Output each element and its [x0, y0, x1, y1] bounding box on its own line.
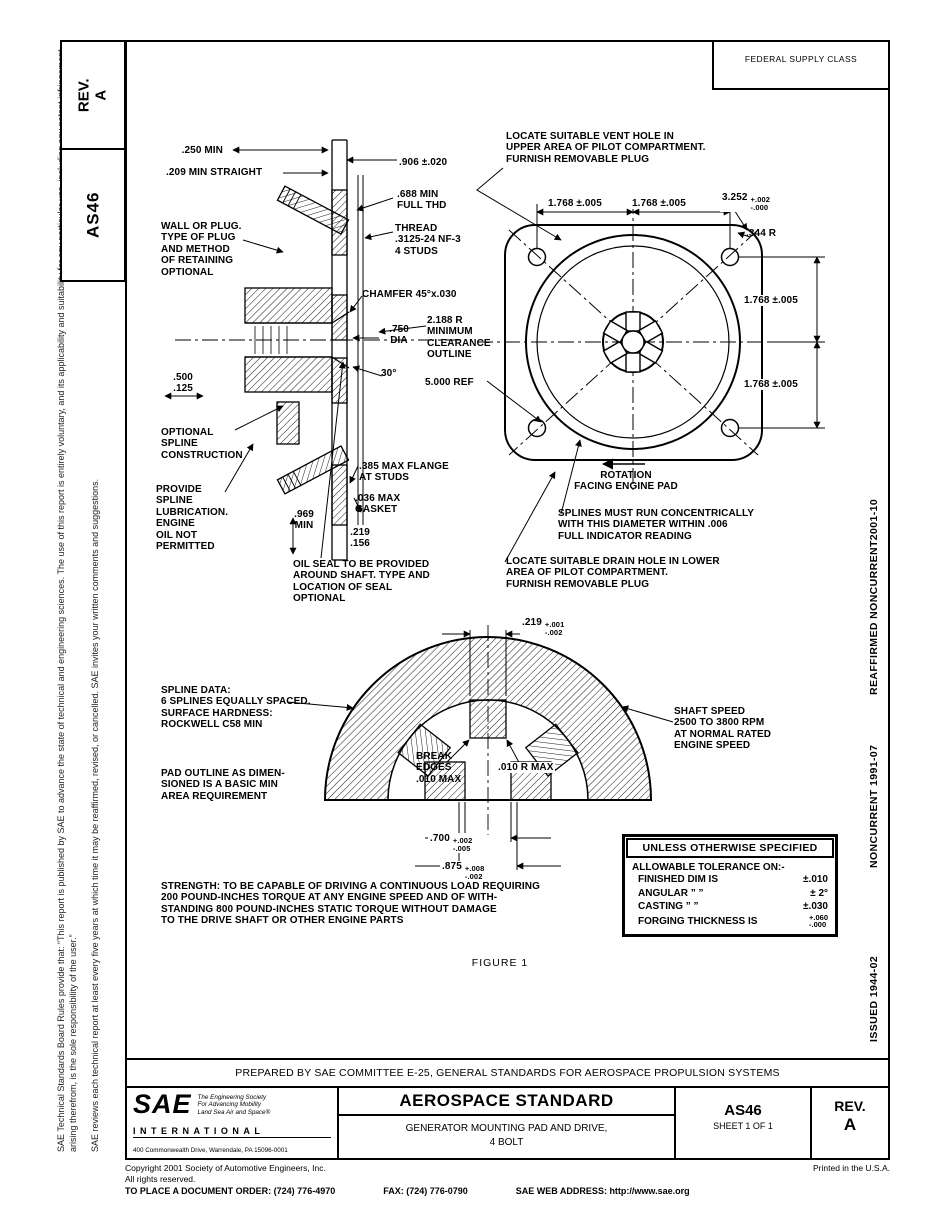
note-shaft-speed: SHAFT SPEED 2500 TO 3800 RPM AT NORMAL R… [674, 706, 772, 752]
dim-219-value: .219 [522, 617, 542, 628]
sae-logo-cell: SAE The Engineering Society For Advancin… [127, 1088, 339, 1158]
dim-5000-ref: 5.000 REF [425, 377, 474, 388]
note-vent-hole: LOCATE SUITABLE VENT HOLE IN UPPER AREA … [506, 131, 706, 165]
dim-750-dia: .750 DIA [389, 324, 409, 347]
dim-1768-top-right: 1.768 ±.005 [630, 198, 688, 210]
rev-value: A [843, 1115, 857, 1134]
note-provide-spline-lubrication: PROVIDE SPLINE LUBRICATION. ENGINE OIL N… [156, 484, 229, 552]
dim-344-r: .344 R [746, 228, 777, 239]
note-oil-seal: OIL SEAL TO BE PROVIDED AROUND SHAFT. TY… [293, 559, 430, 605]
sae-address: 400 Commonwealth Drive, Warrendale, PA 1… [133, 1146, 288, 1154]
prepared-by-banner: PREPARED BY SAE COMMITTEE E-25, GENERAL … [125, 1058, 890, 1088]
dim-3252-value: 3.252 [722, 192, 748, 203]
standard-title: GENERATOR MOUNTING PAD AND DRIVE, 4 BOLT [405, 1123, 608, 1148]
copyright-line: Copyright 2001 Society of Automotive Eng… [125, 1163, 326, 1173]
dim-906: .906 ±.020 [399, 157, 448, 168]
standard-title-cell: AEROSPACE STANDARD GENERATOR MOUNTING PA… [339, 1088, 676, 1158]
federal-supply-class-box: FEDERAL SUPPLY CLASS [712, 42, 888, 90]
rev-cell: REV. A [812, 1088, 888, 1158]
order-fax: FAX: (724) 776-0790 [383, 1186, 468, 1196]
tolerance-box: UNLESS OTHERWISE SPECIFIED ALLOWABLE TOL… [622, 834, 838, 938]
note-splines-concentric: SPLINES MUST RUN CONCENTRICALLY WITH THI… [558, 508, 755, 542]
dim-036-gasket: .036 MAX GASKET [355, 493, 401, 516]
note-wall-or-plug: WALL OR PLUG. TYPE OF PLUG AND METHOD OF… [161, 221, 242, 278]
title-block: SAE The Engineering Society For Advancin… [125, 1086, 890, 1160]
dim-700-tolerance: +.002-.005 [452, 836, 473, 853]
standard-type: AEROSPACE STANDARD [339, 1088, 674, 1116]
dim-219-tolerance: +.001-.002 [544, 620, 565, 637]
dim-385-flange: .385 MAX FLANGE AT STUDS [359, 461, 449, 484]
dim-219-156: .219 .156 [350, 527, 370, 550]
sheet-number: SHEET 1 OF 1 [713, 1121, 773, 1131]
sae-logo: SAE [133, 1089, 192, 1119]
rev-label: REV. [834, 1098, 866, 1114]
dim-875: .875+.008-.002 [440, 861, 487, 881]
order-phone: TO PLACE A DOCUMENT ORDER: (724) 776-497… [125, 1186, 336, 1196]
engineering-drawing [164, 139, 825, 870]
order-info-line: TO PLACE A DOCUMENT ORDER: (724) 776-497… [125, 1186, 690, 1196]
rights-line: All rights reserved. [125, 1174, 196, 1184]
dim-969-min: .969 MIN [294, 509, 314, 532]
note-drain-hole: LOCATE SUITABLE DRAIN HOLE IN LOWER AREA… [506, 556, 720, 590]
tolerance-box-title: UNLESS OTHERWISE SPECIFIED [626, 838, 834, 858]
tolerance-row-angular: ANGULAR ” ” ± 2° [638, 887, 828, 899]
note-clearance-outline: 2.188 R MINIMUM CLEARANCE OUTLINE [427, 315, 491, 361]
note-rotation: ROTATION FACING ENGINE PAD [574, 470, 678, 493]
doc-number-text: AS46 [83, 191, 103, 239]
dim-219-tooth: .219+.001-.002 [520, 617, 567, 637]
tolerance-box-heading: ALLOWABLE TOLERANCE ON:- [632, 862, 785, 873]
dim-1768-top-left: 1.768 ±.005 [546, 198, 604, 210]
dim-700-value: .700 [430, 833, 450, 844]
doc-number-cell: AS46 SHEET 1 OF 1 [676, 1088, 812, 1158]
dim-700: .700+.002-.005 [428, 833, 475, 853]
dim-1768-right-lower: 1.768 ±.005 [742, 379, 800, 391]
dim-250-min: .250 MIN [181, 145, 223, 156]
order-web: SAE WEB ADDRESS: http://www.sae.org [515, 1186, 690, 1196]
doc-number-box: AS46 [60, 148, 126, 282]
note-strength: STRENGTH: TO BE CAPABLE OF DRIVING A CON… [161, 881, 540, 927]
printed-in-usa: Printed in the U.S.A. [812, 1163, 890, 1173]
note-thread: THREAD .3125-24 NF-3 4 STUDS [395, 223, 461, 257]
note-break-edges: BREAK EDGES .010 MAX [416, 751, 462, 785]
sae-international: INTERNATIONAL [133, 1126, 331, 1139]
dim-209-min-straight: .209 MIN STRAIGHT [166, 167, 263, 178]
dim-875-tolerance: +.008-.002 [464, 864, 485, 881]
rev-box: REV. A [60, 40, 126, 150]
dim-875-value: .875 [442, 861, 462, 872]
note-spline-data: SPLINE DATA: 6 SPLINES EQUALLY SPACED. S… [161, 685, 311, 731]
tolerance-row-finished: FINISHED DIM IS ±.010 [638, 874, 828, 885]
rev-box-text: REV. A [75, 78, 110, 112]
dim-3252-tolerance: +.002-.000 [750, 195, 771, 212]
note-pad-outline: PAD OUTLINE AS DIMEN- SIONED IS A BASIC … [161, 768, 285, 802]
dim-30-deg: 30° [381, 368, 397, 379]
doc-number-footer: AS46 [724, 1102, 762, 1119]
sae-tagline: The Engineering Society For Advancing Mo… [197, 1094, 271, 1116]
figure-caption: FIGURE 1 [471, 957, 529, 969]
note-optional-spline: OPTIONAL SPLINE CONSTRUCTION [161, 427, 243, 461]
tolerance-row-forging: FORGING THICKNESS IS +.060 -.000 [638, 912, 828, 930]
dim-3252: 3.252+.002-.000 [720, 192, 773, 212]
dim-1768-right-upper: 1.768 ±.005 [742, 295, 800, 307]
dim-010-r-max: .010 R MAX [496, 762, 556, 774]
dim-chamfer: CHAMFER 45°x.030 [362, 289, 457, 300]
tolerance-row-casting: CASTING ” ” ±.030 [638, 901, 828, 912]
dim-688-full-thd: .688 MIN FULL THD [397, 189, 447, 212]
dim-500-125: .500 .125 [173, 372, 193, 395]
